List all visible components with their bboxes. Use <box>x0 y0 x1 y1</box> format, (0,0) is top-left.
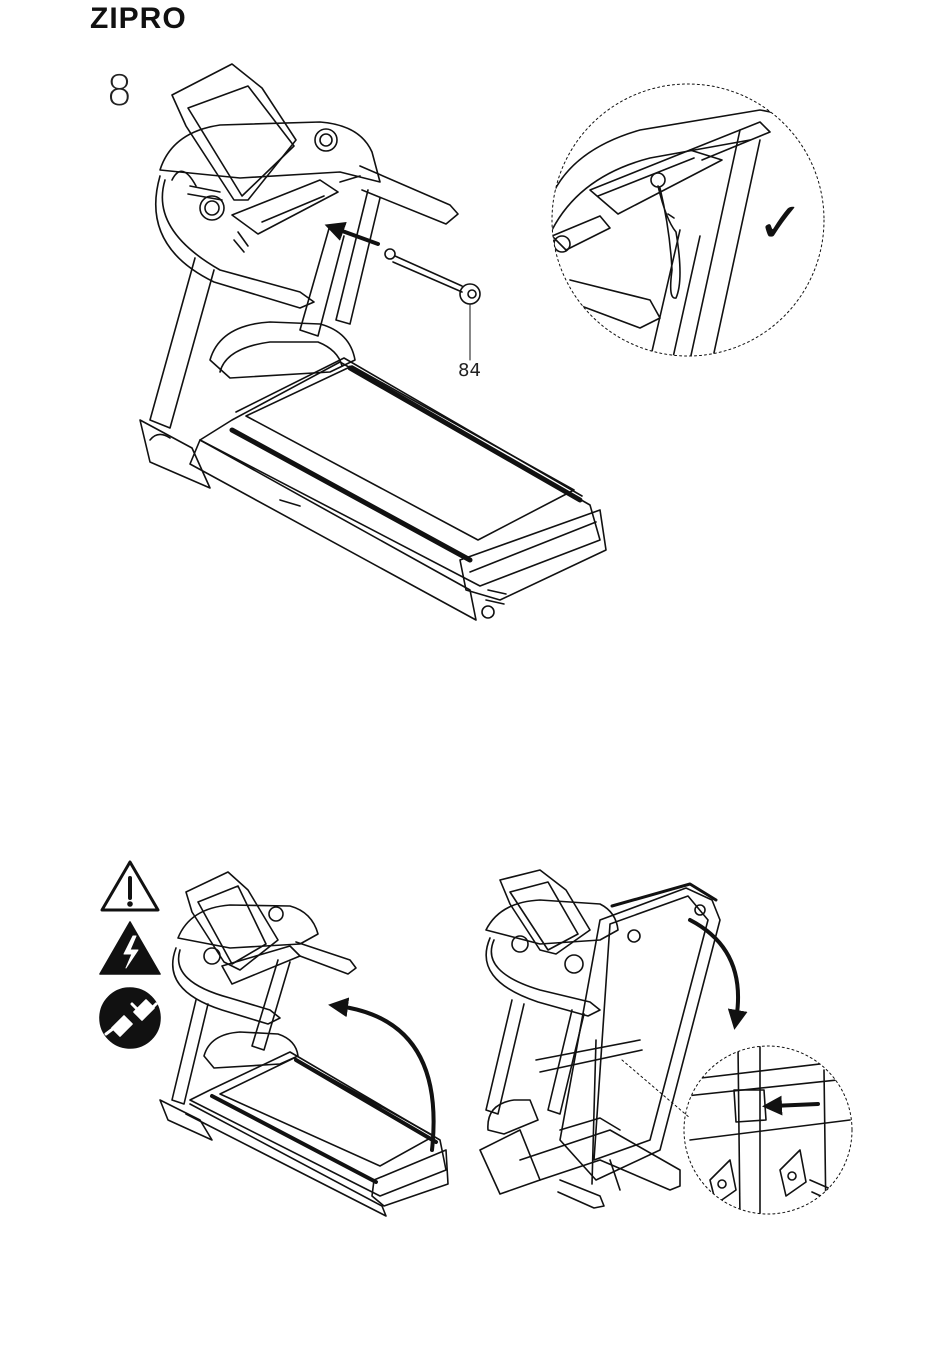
exclamation-triangle-icon <box>102 862 158 910</box>
zoom-detail-fold-lock <box>684 1046 856 1220</box>
treadmill-folded-drawing <box>480 870 738 1208</box>
treadmill-fold-up-drawing <box>160 872 448 1216</box>
safety-key-drawing <box>334 228 480 360</box>
part-callout-84: 84 <box>458 360 481 381</box>
treadmill-assembled-drawing <box>140 64 606 620</box>
check-mark-icon: ✓ <box>757 191 804 256</box>
electric-hazard-icon <box>100 922 160 974</box>
unplug-icon <box>100 988 160 1048</box>
